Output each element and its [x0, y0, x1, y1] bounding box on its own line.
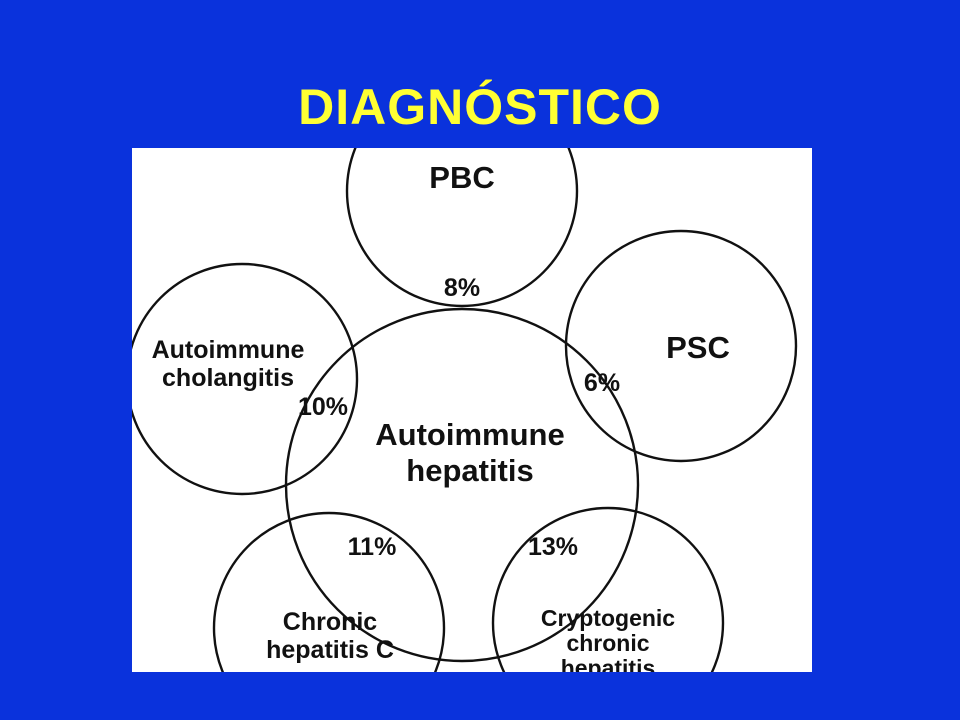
- center-label-line-1: Autoimmune: [375, 417, 564, 452]
- overlap-psc-percent: 6%: [584, 369, 620, 397]
- psc-label: PSC: [666, 330, 730, 365]
- overlap-autoimmune-cholangitis-percent: 10%: [298, 393, 348, 421]
- psc-circle: [564, 229, 798, 463]
- chronic-hepatitis-c-label-line-1: Chronic: [283, 608, 378, 636]
- autoimmune-cholangitis-label-line-1: Autoimmune: [152, 336, 305, 364]
- cryptogenic-label-line-2: chronic: [566, 630, 649, 656]
- overlap-chronic-hepatitis-c-percent: 11%: [348, 533, 397, 561]
- cryptogenic-chronic-hepatitis-circle: [491, 506, 725, 672]
- overlap-pbc-percent: 8%: [444, 274, 480, 302]
- cryptogenic-label-line-1: Cryptogenic: [541, 605, 675, 631]
- venn-diagram: Autoimmune hepatitis PBC PSC Cryptogenic…: [132, 148, 798, 672]
- cryptogenic-label-line-3: hepatitis: [561, 655, 656, 672]
- center-label-line-2: hepatitis: [406, 453, 533, 488]
- pbc-circle: [345, 148, 579, 308]
- slide-title: DIAGNÓSTICO: [298, 79, 662, 135]
- chronic-hepatitis-c-circle: [212, 511, 446, 672]
- autoimmune-cholangitis-label-line-2: cholangitis: [162, 364, 294, 392]
- venn-diagram-panel: Autoimmune hepatitis PBC PSC Cryptogenic…: [132, 148, 812, 672]
- autoimmune-cholangitis-circle: [132, 262, 359, 496]
- chronic-hepatitis-c-label-line-2: hepatitis C: [266, 636, 394, 664]
- overlap-cryptogenic-percent: 13%: [528, 533, 578, 561]
- pbc-label: PBC: [429, 160, 494, 195]
